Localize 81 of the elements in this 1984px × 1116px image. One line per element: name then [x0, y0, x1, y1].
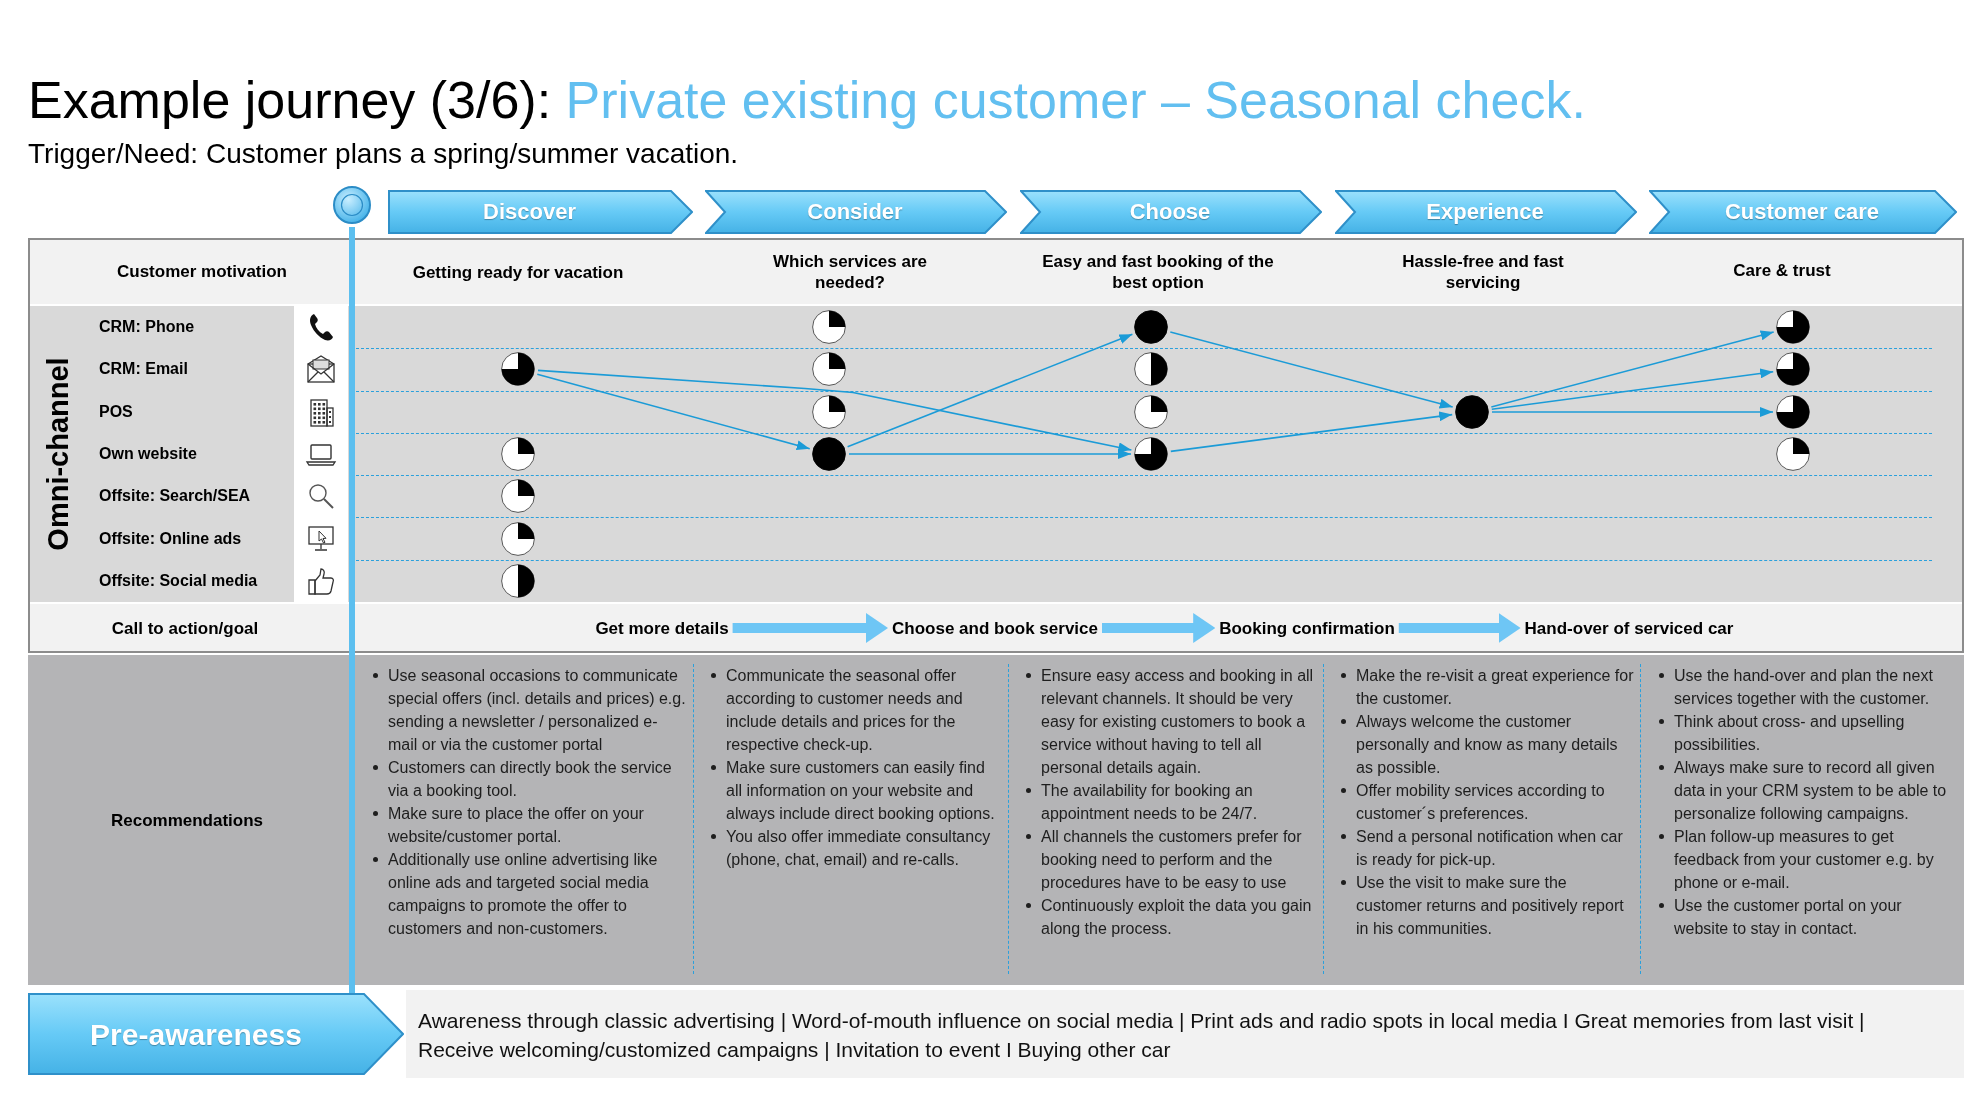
- stage-banner: Pre-awareness: [28, 993, 404, 1075]
- harvey-ball-icon: [1134, 437, 1168, 471]
- phase-banner: Experience: [1335, 190, 1637, 234]
- phase-banner: Consider: [705, 190, 1007, 234]
- arrow: [1491, 407, 1774, 417]
- subtitle: Trigger/Need: Customer plans a spring/summer vacation.: [28, 138, 739, 170]
- harvey-ball-icon: [1134, 395, 1168, 429]
- goal-step-text: Hand-over of serviced car: [1524, 617, 1734, 639]
- harvey-ball-icon: [1776, 310, 1810, 344]
- harvey-ball-icon: [812, 352, 846, 386]
- motivation-text: Care & trust: [1733, 259, 1831, 281]
- recommendation-item: Use the customer portal on your website to stay in contact.: [1654, 894, 1958, 940]
- arrow: [1169, 331, 1454, 409]
- harvey-ball-icon: [501, 437, 535, 471]
- row-header: Call to action/goal: [111, 617, 259, 639]
- harvey-ball-icon: [1776, 437, 1810, 471]
- recommendation-item: Offer mobility services according to customer´s preferences.: [1336, 779, 1636, 825]
- harvey-ball-icon: [812, 437, 846, 471]
- harvey-ball-icon: [1455, 395, 1489, 429]
- recommendation-item: Make sure customers can easily find all information on your website and always include direct booking options.: [706, 756, 1004, 825]
- channel-label: Offsite: Search/SEA: [99, 486, 251, 506]
- channel-label: Own website: [99, 444, 197, 464]
- arrow: [1490, 330, 1775, 408]
- recommendation-item: Additionally use online advertising like online ads and targeted social media campaigns to promote the offer to customers and non-customers.: [368, 848, 686, 940]
- arrow: [537, 369, 1133, 453]
- goal-step-text: Choose and book service: [892, 617, 1098, 639]
- harvey-ball-icon: [1134, 352, 1168, 386]
- block-arrow: [1102, 613, 1216, 643]
- recommendation-item: Communicate the seasonal offer according to customer needs and include details and prices for the respective check-up.: [706, 664, 1004, 756]
- recommendation-item: Ensure easy access and booking in all relevant channels. It should be very easy for existing customers to book a service without having to tell all personal details again.: [1021, 664, 1319, 779]
- recommendation-item: You also offer immediate consultancy (phone, chat, email) and re-calls.: [706, 825, 1004, 871]
- recommendation-item: Make the re-visit a great experience for the customer.: [1336, 664, 1636, 710]
- recommendation-item: The availability for booking an appointment needs to be 24/7.: [1021, 779, 1319, 825]
- harvey-ball-icon: [501, 479, 535, 513]
- arrow: [1491, 368, 1774, 411]
- harvey-ball-icon: [1776, 352, 1810, 386]
- motivation-text: Getting ready for vacation: [412, 261, 624, 283]
- block-arrow: [1398, 613, 1521, 643]
- awareness-text-band: Awareness through classic advertising | Word-of-mouth influence on social media | Print ads and radio spots in local media I Great memories from last visit | Receive welcoming/customized campaigns | Invitation to event I Buying other car: [406, 990, 1964, 1078]
- arrow: [536, 373, 811, 451]
- recommendation-item: Customers can directly book the service via a booking tool.: [368, 756, 686, 802]
- recommendation-item: Make sure to place the offer on your website/customer portal.: [368, 802, 686, 848]
- channel-label: CRM: Phone: [99, 317, 195, 337]
- recommendation-item: Plan follow-up measures to get feedback from your customer e.g. by phone or e-mail.: [1654, 825, 1958, 894]
- arrow: [846, 333, 1134, 448]
- phase-banner: Customer care: [1649, 190, 1957, 234]
- motivation-text: Hassle-free and fast servicing: [1401, 251, 1565, 293]
- phase-banner: Discover: [388, 190, 693, 234]
- recommendation-item: Always make sure to record all given data in your CRM system to be able to personalize following campaigns.: [1654, 756, 1958, 825]
- recommendation-item: Use the hand-over and plan the next services together with the customer.: [1654, 664, 1958, 710]
- recommendation-item: Continuously exploit the data you gain along the process.: [1021, 894, 1319, 940]
- recommendation-item: Always welcome the customer personally and know as many details as possible.: [1336, 710, 1636, 779]
- title: Example journey (3/6): Private existing customer – Seasonal check.: [28, 70, 1586, 130]
- row-header: Recommendations: [110, 809, 264, 831]
- recommendation-item: All channels the customers prefer for booking need to perform and the procedures have to be easy to use: [1021, 825, 1319, 894]
- row-header: Customer motivation: [117, 260, 287, 282]
- arrow: [1170, 411, 1453, 453]
- motivation-text: Which services are needed?: [772, 251, 928, 293]
- phase-banner: Choose: [1020, 190, 1322, 234]
- recommendation-item: Use seasonal occasions to communicate special offers (incl. details and prices) e.g. sending a newsletter / personalized e-mail or via the customer portal: [368, 664, 686, 756]
- block-arrow: [732, 613, 888, 643]
- harvey-ball-icon: [501, 352, 535, 386]
- goal-step-text: Get more details: [595, 617, 729, 639]
- harvey-ball-icon: [812, 395, 846, 429]
- pin-icon: [333, 186, 371, 224]
- recommendation-item: Think about cross- and upselling possibilities.: [1654, 710, 1958, 756]
- arrow: [848, 449, 1132, 459]
- channel-label: CRM: Email: [99, 359, 188, 379]
- motivation-text: Easy and fast booking of the best option: [1041, 251, 1275, 293]
- harvey-ball-icon: [501, 522, 535, 556]
- harvey-ball-icon: [812, 310, 846, 344]
- channel-label: POS: [99, 402, 133, 422]
- channel-label: Offsite: Social media: [99, 571, 258, 591]
- channel-label: Offsite: Online ads: [99, 529, 242, 549]
- recommendation-item: Use the visit to make sure the customer returns and positively report in his communities.: [1336, 871, 1636, 940]
- harvey-ball-icon: [501, 564, 535, 598]
- harvey-ball-icon: [1776, 395, 1810, 429]
- recommendation-item: Send a personal notification when car is ready for pick-up.: [1336, 825, 1636, 871]
- section-label: Omni-channel: [42, 357, 74, 551]
- goal-step-text: Booking confirmation: [1219, 617, 1395, 639]
- harvey-ball-icon: [1134, 310, 1168, 344]
